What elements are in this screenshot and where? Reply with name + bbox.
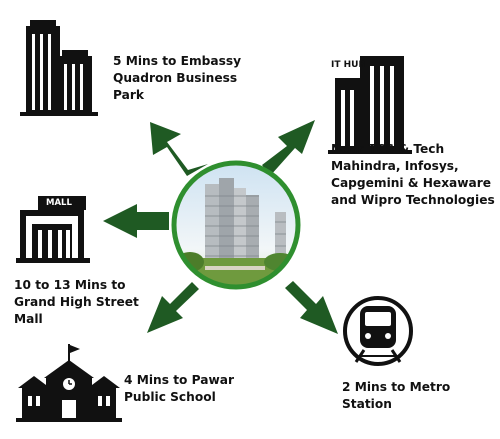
it-hub-label: Near TCS & Tech Mahindra, Infosys, Capge…	[331, 142, 495, 207]
metro-train-icon	[343, 296, 413, 366]
school-label: 4 Mins to Pawar Public School	[124, 373, 234, 404]
arrow-to-school	[147, 282, 199, 333]
residential-towers-photo	[171, 160, 301, 290]
mall-badge: MALL	[46, 198, 72, 208]
metro-label: 2 Mins to Metro Station	[342, 380, 451, 411]
it-hub-badge: IT HUB	[331, 60, 366, 70]
office-buildings-icon	[20, 20, 98, 116]
arrow-to-mall	[103, 204, 169, 238]
arrow-to-metro	[285, 281, 338, 334]
mall-label: 10 to 13 Mins to Grand High Street Mall	[14, 278, 139, 326]
arrow-to-business-park	[150, 122, 208, 176]
arrow-to-it-hub	[262, 120, 315, 176]
school-building-icon	[16, 344, 122, 422]
center-ring	[171, 160, 301, 290]
business-park-label: 5 Mins to Embassy Quadron Business Park	[113, 54, 242, 102]
mall-building-icon	[16, 196, 90, 263]
it-hub-building-icon	[328, 56, 412, 154]
